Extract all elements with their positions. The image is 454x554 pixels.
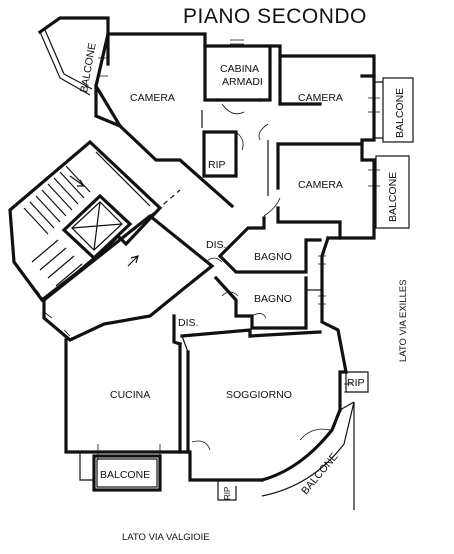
label-rip-lower: RIP	[347, 377, 365, 389]
label-lato-via-valgioie: LATO VIA VALGIOIE	[122, 532, 210, 543]
label-lato-via-exilles: LATO VIA EXILLES	[398, 279, 409, 362]
label-camera-1: CAMERA	[130, 92, 175, 104]
label-dis-upper: DIS.	[206, 239, 226, 251]
outer-walls	[8, 16, 414, 482]
label-armadi: ARMADI	[222, 76, 263, 88]
label-dis-lower: DIS.	[178, 317, 198, 329]
label-balcone-e1: BALCONE	[394, 88, 406, 138]
balcone-south-box	[92, 454, 162, 492]
label-cabina: CABINA	[220, 63, 259, 75]
label-camera-2: CAMERA	[298, 92, 343, 104]
interior-walls	[94, 44, 369, 501]
label-camera-3: CAMERA	[298, 179, 343, 191]
label-soggiorno: SOGGIORNO	[226, 389, 292, 401]
label-balcone-e2: BALCONE	[387, 172, 399, 222]
label-bagno-1: BAGNO	[254, 251, 292, 263]
staircase	[13, 151, 181, 301]
label-rip-upper: RIP	[208, 159, 226, 171]
south-balconies	[79, 401, 355, 510]
label-bagno-2: BAGNO	[254, 293, 292, 305]
label-balcone-south: BALCONE	[100, 469, 150, 481]
label-cucina: CUCINA	[110, 389, 150, 401]
plan-title: PIANO SECONDO	[183, 5, 367, 28]
label-rip-small: RIP	[223, 487, 232, 500]
